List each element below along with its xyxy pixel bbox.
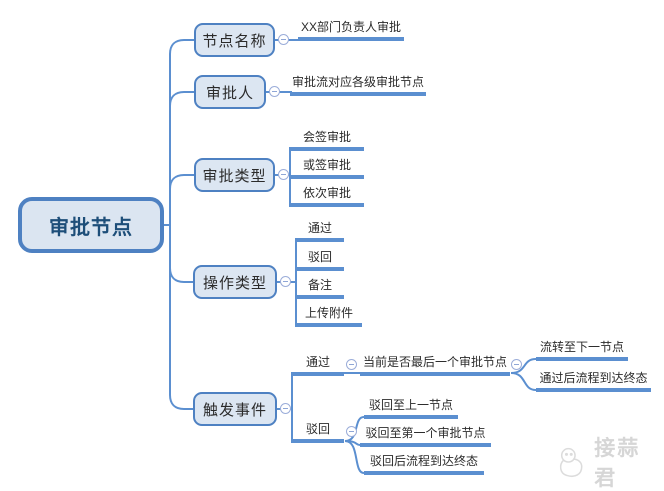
leaf-reject-to-first-node[interactable]: 驳回至第一个审批节点 (360, 426, 491, 447)
watermark: 接蒜君 (556, 437, 660, 490)
collapse-minus-button[interactable] (346, 359, 357, 370)
collapse-minus-button[interactable] (511, 359, 522, 370)
collapse-minus-button[interactable] (269, 86, 280, 97)
collapse-minus-button[interactable] (346, 426, 357, 437)
node-reject-event[interactable]: 驳回 (292, 422, 344, 443)
topic-node-name[interactable]: 节点名称 (194, 23, 275, 57)
root-topic[interactable]: 审批节点 (18, 197, 164, 253)
leaf-reject[interactable]: 驳回 (296, 250, 344, 271)
collapse-minus-button[interactable] (278, 34, 289, 45)
leaf-sequential-approval[interactable]: 依次审批 (290, 186, 364, 207)
topic-approver[interactable]: 审批人 (194, 75, 266, 109)
leaf-or-sign-approval[interactable]: 或签审批 (290, 158, 364, 179)
leaf-approve[interactable]: 通过 (296, 221, 344, 242)
topic-approval-type[interactable]: 审批类型 (194, 158, 275, 192)
watermark-text: 接蒜君 (594, 437, 641, 490)
leaf-countersign-approval[interactable]: 会签审批 (290, 130, 364, 151)
collapse-minus-button[interactable] (278, 169, 289, 180)
node-approve-event[interactable]: 通过 (292, 355, 344, 376)
leaf-flow-reaches-final-state[interactable]: 通过后流程到达终态 (536, 371, 651, 392)
leaf-reject-reaches-final-state[interactable]: 驳回后流程到达终态 (364, 454, 484, 475)
collapse-minus-button[interactable] (280, 276, 291, 287)
leaf-dept-head-approval[interactable]: XX部门负责人审批 (298, 20, 404, 41)
node-is-last-approval-node[interactable]: 当前是否最后一个审批节点 (360, 355, 510, 376)
garlic-icon (559, 447, 583, 478)
leaf-flow-to-next-node[interactable]: 流转至下一节点 (536, 340, 628, 361)
leaf-remark[interactable]: 备注 (296, 278, 344, 299)
collapse-minus-button[interactable] (280, 403, 291, 414)
topic-trigger-event[interactable]: 触发事件 (193, 392, 277, 426)
leaf-upload-attachment[interactable]: 上传附件 (296, 306, 362, 327)
leaf-reject-to-previous-node[interactable]: 驳回至上一节点 (364, 398, 458, 419)
topic-action-type[interactable]: 操作类型 (193, 265, 277, 299)
leaf-approval-flow-nodes[interactable]: 审批流对应各级审批节点 (290, 75, 426, 96)
